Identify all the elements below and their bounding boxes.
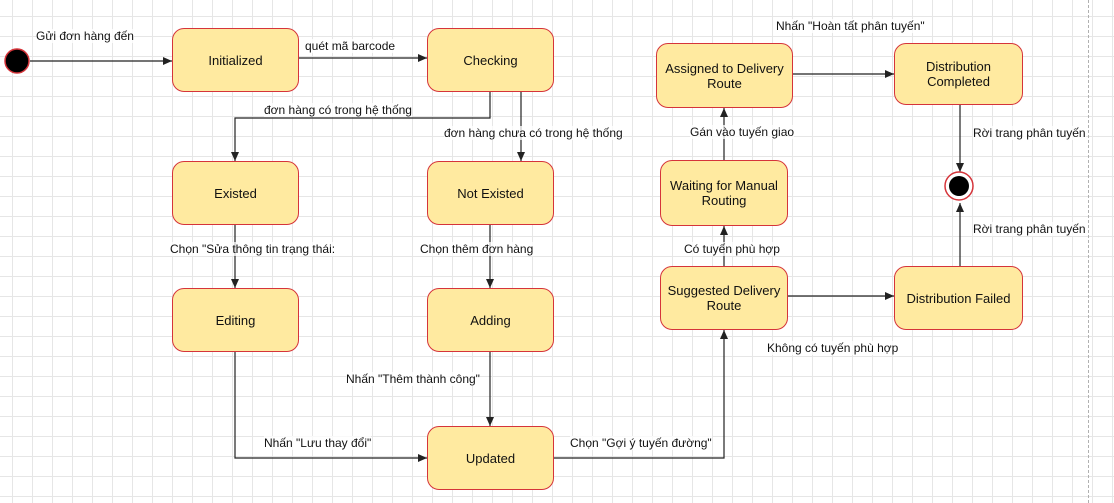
initial-state-node (4, 48, 30, 74)
label-order-not-in-system: đơn hàng chưa có trong hệ thống (444, 126, 623, 140)
label-send-order: Gửi đơn hàng đến (36, 29, 134, 43)
label-no-route: Không có tuyến phù hợp (767, 341, 899, 355)
label-assign-route: Gán vào tuyến giao (690, 125, 795, 139)
final-state-node-inner (949, 176, 969, 196)
state-assigned-to-delivery-route[interactable]: Assigned to Delivery Route (656, 43, 793, 108)
label-has-route: Có tuyến phù hợp (684, 242, 780, 256)
state-distribution-failed[interactable]: Distribution Failed (894, 266, 1023, 330)
label-press-complete: Nhấn "Hoàn tất phân tuyến" (776, 19, 925, 33)
state-not-existed[interactable]: Not Existed (427, 161, 554, 225)
state-adding[interactable]: Adding (427, 288, 554, 352)
arrow-checking-to-existed (231, 92, 491, 161)
label-choose-edit: Chọn "Sửa thông tin trạng thái: (170, 242, 336, 256)
label-leave-page-2: Rời trang phân tuyến (973, 222, 1086, 236)
state-waiting-for-manual-routing[interactable]: Waiting for Manual Routing (660, 160, 788, 226)
label-leave-page-1: Rời trang phân tuyến (973, 126, 1086, 140)
arrow-editing-to-updated (234, 352, 427, 462)
label-press-save: Nhấn "Lưu thay đổi" (264, 436, 372, 450)
label-choose-suggest: Chọn "Gợi ý tuyến đường" (570, 436, 712, 450)
label-scan-barcode: quét mã barcode (305, 39, 396, 53)
label-choose-add: Chọn thêm đơn hàng (420, 242, 534, 256)
state-initialized[interactable]: Initialized (172, 28, 299, 92)
label-press-add-success: Nhấn "Thêm thành công" (346, 372, 480, 386)
state-distribution-completed[interactable]: Distribution Completed (894, 43, 1023, 105)
page-guide-line (1088, 0, 1089, 503)
arrow-updated-to-suggested (554, 330, 728, 459)
state-updated[interactable]: Updated (427, 426, 554, 490)
label-order-in-system: đơn hàng có trong hệ thống (264, 103, 412, 117)
state-suggested-delivery-route[interactable]: Suggested Delivery Route (660, 266, 788, 330)
state-checking[interactable]: Checking (427, 28, 554, 92)
state-existed[interactable]: Existed (172, 161, 299, 225)
state-editing[interactable]: Editing (172, 288, 299, 352)
